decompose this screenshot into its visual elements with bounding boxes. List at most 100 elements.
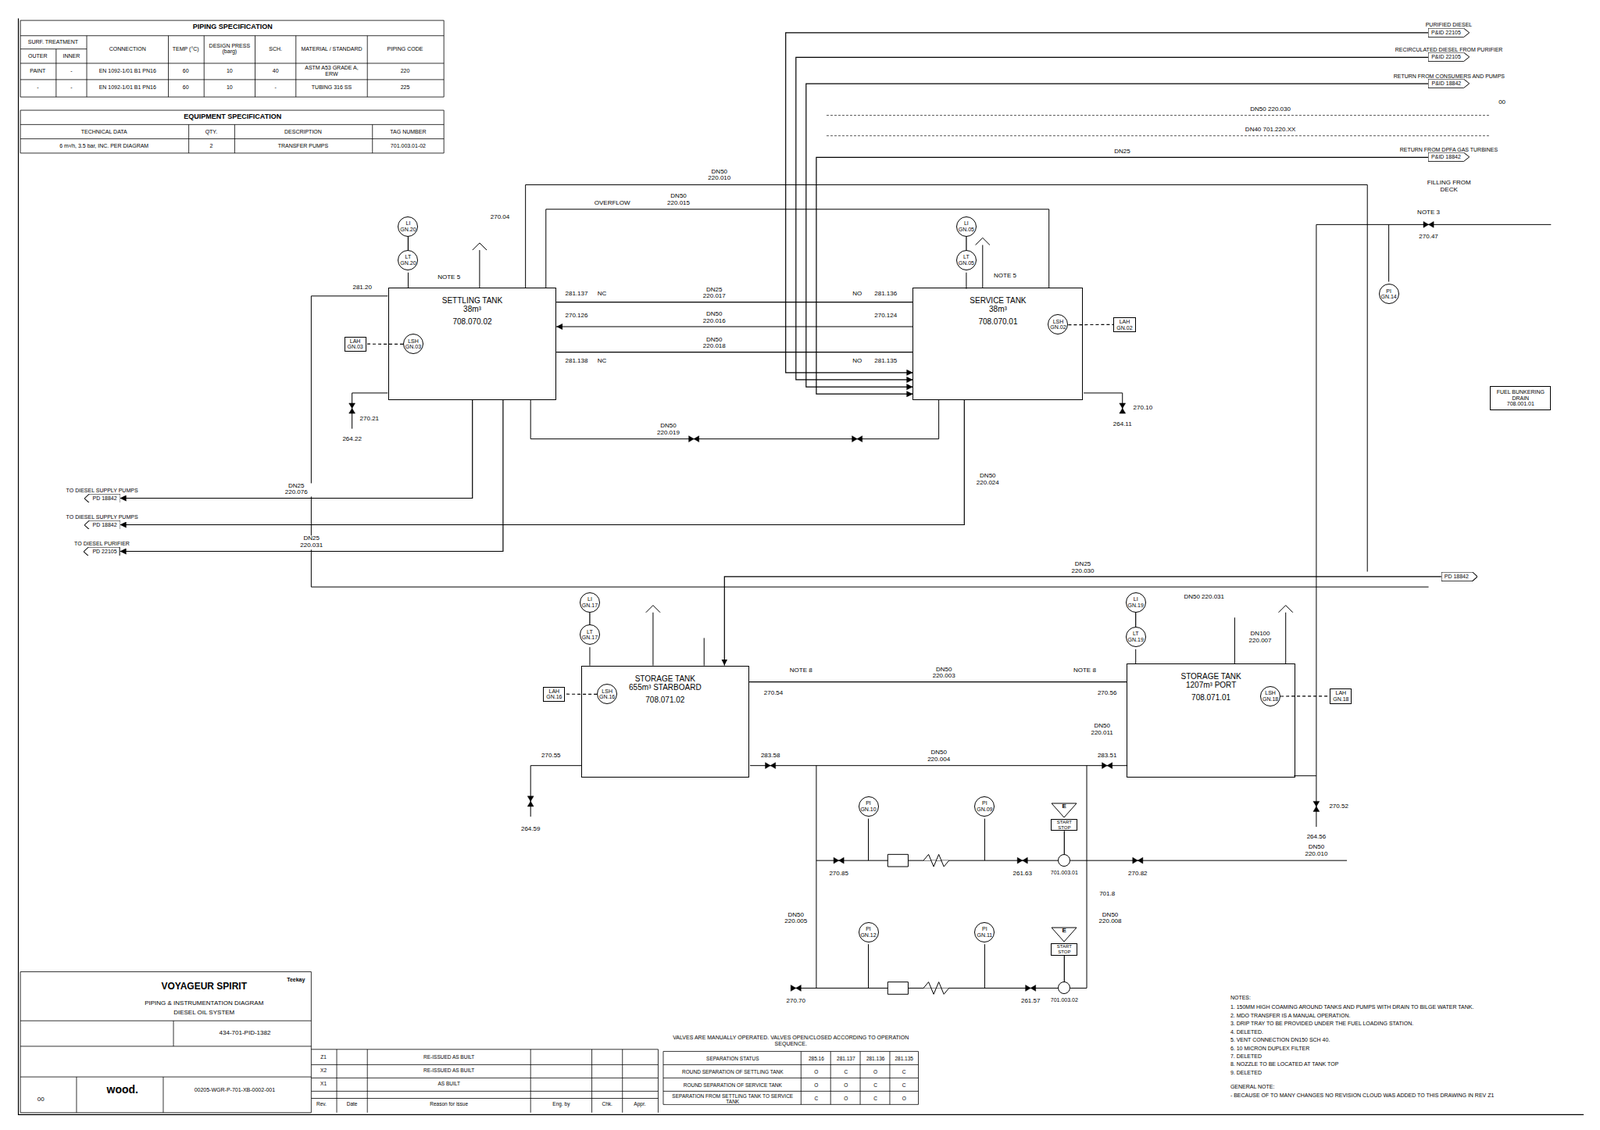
text-label: 60 xyxy=(182,68,190,75)
revision-cloud xyxy=(826,115,1490,136)
flagL-node: TO DIESEL SUPPLY PUMPSPD 18842 xyxy=(65,487,140,503)
node-text: PI xyxy=(982,800,988,807)
node-text: STORAGE TANK 1207m³ PORT xyxy=(1173,671,1249,690)
node-text: GN.17 xyxy=(582,602,598,609)
text-label: 220 xyxy=(400,68,411,75)
node-text: GN.10 xyxy=(860,806,876,813)
text-label: - xyxy=(69,84,73,91)
node-text: TO DIESEL SUPPLY PUMPS xyxy=(65,514,140,521)
text-label: DESIGN PRESS (barg) xyxy=(205,42,254,55)
circle-node: PIGN.11 xyxy=(974,921,995,943)
text-label: 281.136 xyxy=(865,1055,886,1061)
node-text: LT xyxy=(1132,630,1140,637)
text-label: PIPING CODE xyxy=(386,46,425,53)
text-label: C xyxy=(872,1082,879,1088)
text-label: CONNECTION xyxy=(108,46,147,53)
text-label: X2 xyxy=(319,1067,328,1074)
node-text: RETURN FROM CONSUMERS AND PUMPS xyxy=(1392,73,1506,80)
flag-shape xyxy=(1428,52,1470,62)
off-page-flag: PD 22105 xyxy=(83,546,120,557)
text-label: 283.58 xyxy=(760,751,781,759)
text-label: 00 xyxy=(36,1095,46,1103)
text-label: - xyxy=(273,84,277,91)
node-text: GN.02 xyxy=(1116,325,1133,332)
circle-node: LIGN.20 xyxy=(397,216,418,237)
pipe-lines xyxy=(310,184,1551,988)
text-label: 264.56 xyxy=(1306,833,1327,841)
motor-node: ESTART STOP xyxy=(1050,802,1078,831)
text-label: 281.135 xyxy=(873,357,898,365)
text-label: 270.21 xyxy=(359,414,380,422)
circle-node: LIGN.17 xyxy=(579,592,600,613)
text-label: RE-ISSUED AS BUILT xyxy=(422,1054,475,1061)
node-text: LAH xyxy=(1332,689,1349,697)
text-label: 285.16 xyxy=(807,1055,825,1061)
text-label: 270.04 xyxy=(489,214,511,222)
node-text: TO DIESEL SUPPLY PUMPS xyxy=(65,487,140,494)
node-text: RETURN FROM DPFA GAS TURBINES xyxy=(1399,146,1500,154)
text-label: Chk. xyxy=(600,1101,613,1108)
text-label: 6 m³/h, 3.5 bar, INC. PER DIAGRAM xyxy=(58,142,150,150)
node-text: 708.071.01 xyxy=(1173,692,1249,702)
text-label: C xyxy=(901,1082,908,1088)
text-label: TAG NUMBER xyxy=(389,128,427,136)
circle-node: LSHGN.03 xyxy=(403,333,424,354)
text-label: 701.003.01-02 xyxy=(389,142,427,150)
pipe-connector xyxy=(366,343,404,345)
text-label: - xyxy=(35,84,40,91)
text-label: 261.63 xyxy=(1012,870,1033,878)
text-label: C xyxy=(814,1095,820,1101)
pipe-connector xyxy=(120,400,473,499)
node-text: LT xyxy=(586,628,593,636)
text-label: AS BUILT xyxy=(436,1081,461,1087)
node-text: SERVICE TANK 38m³ xyxy=(960,296,1036,314)
pipe-connector xyxy=(965,236,967,250)
node-text: GN.16 xyxy=(599,693,615,700)
text-label: O xyxy=(813,1082,819,1088)
pipe-connector xyxy=(796,57,1429,380)
text-label: Z1 xyxy=(319,1054,328,1061)
node-text: PD 18842 xyxy=(92,495,118,502)
box-node: LAHGN.03 xyxy=(344,336,367,352)
node-text: SETTLING TANK 38m³ xyxy=(434,296,510,314)
text-label: 10 xyxy=(225,68,234,75)
text-label: EN 1092-1/01 B1 PN16 xyxy=(98,68,158,75)
tank-node: SERVICE TANK 38m³708.070.01LSHGN.02 xyxy=(912,287,1083,400)
pipe-label: DN25 220.030 xyxy=(1066,560,1099,575)
node-text: GN.03 xyxy=(347,343,364,350)
node-text: GN.03 xyxy=(405,343,422,350)
node-text: LAH xyxy=(546,688,562,695)
text-label: NC xyxy=(596,290,608,298)
flag-shape xyxy=(1428,78,1470,89)
text-label: 281.136 xyxy=(873,290,898,298)
pipe-connector xyxy=(1064,955,1065,983)
text-label: O xyxy=(842,1082,849,1088)
text-label: 281.137 xyxy=(564,290,589,298)
node-text: LAH xyxy=(347,338,364,345)
pipe-connector xyxy=(556,351,913,353)
node-text: GN.20 xyxy=(400,260,416,267)
node-text: P&ID 18842 xyxy=(1431,153,1461,161)
text-label: 2. MDO TRANSFER IS A MANUAL OPERATION. xyxy=(1229,1012,1352,1019)
pipe-label: DN50 220.018 xyxy=(698,336,731,351)
text-label: 60 xyxy=(182,84,190,91)
text-label: TUBING 316 SS xyxy=(310,84,353,91)
node-text: LT xyxy=(405,253,412,261)
tank-node: STORAGE TANK 1207m³ PORT 708.071.01 LSHGN.… xyxy=(1126,663,1296,778)
tank-node: STORAGE TANK 655m³ STARBOARD708.071.02LS… xyxy=(581,665,750,779)
node-text: LT xyxy=(963,253,970,261)
text-label: RE-ISSUED AS BUILT xyxy=(422,1067,475,1074)
node-text: STORAGE TANK 655m³ STARBOARD xyxy=(627,674,703,692)
flagL-node: TO DIESEL SUPPLY PUMPSPD 18842 xyxy=(65,514,140,529)
text-label: 281.20 xyxy=(351,284,372,292)
circle-node: LSHGN.18 xyxy=(1260,685,1281,707)
node-text: PI xyxy=(982,925,988,933)
motor-node: ESTART STOP xyxy=(1050,926,1078,955)
pipe-label: DN25 220.076 xyxy=(280,482,313,497)
text-label: 270.56 xyxy=(1096,689,1118,697)
text-label: DESCRIPTION xyxy=(283,128,323,136)
text-label: 270.54 xyxy=(763,689,784,697)
text-label: NOTE 8 xyxy=(1072,667,1097,675)
text-label: TEMP (°C) xyxy=(171,46,200,53)
off-page-flag: P&ID 22105 xyxy=(1428,52,1470,62)
